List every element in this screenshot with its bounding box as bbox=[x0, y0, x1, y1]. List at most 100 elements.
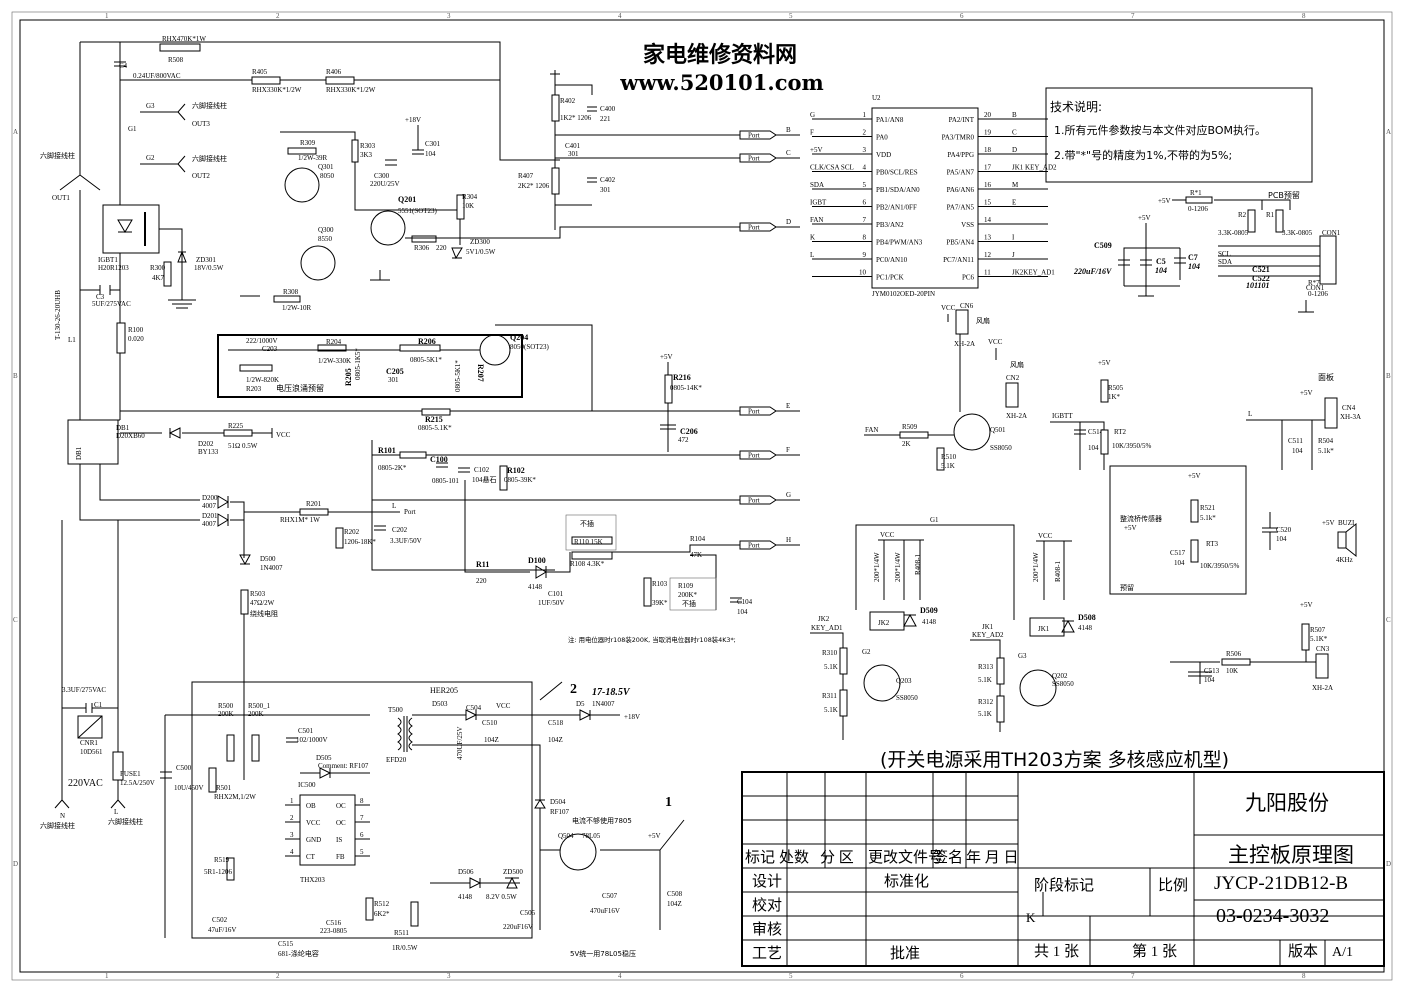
driver-stage: +18V R309 1/2W-39R Q301 8050 R303 3K3 C3… bbox=[240, 116, 800, 312]
c301-ref: C301 bbox=[425, 140, 441, 148]
r207-ref: R207 bbox=[476, 364, 485, 382]
q204-value: 8050(SOT23) bbox=[510, 343, 550, 351]
ic500-pin-num: 7 bbox=[360, 814, 364, 822]
r225-ref: R225 bbox=[228, 422, 244, 430]
reserve-label: 预留 bbox=[1120, 583, 1134, 592]
r519-ref: R519 bbox=[214, 856, 230, 864]
grid-col-top: 6 bbox=[960, 12, 964, 20]
mcu-pin-number: 19 bbox=[984, 129, 992, 137]
mcu-pin-name: PA5/AN7 bbox=[947, 169, 975, 177]
c402-value: 301 bbox=[600, 186, 611, 194]
r102-value: 0805-39K* bbox=[504, 476, 536, 484]
mcu-ref: U2 bbox=[872, 94, 881, 102]
c102-value: 104悬石 bbox=[472, 476, 497, 484]
c202-value: 3.3UF/50V bbox=[390, 537, 422, 545]
surge-note: 电压浪涌预留 bbox=[276, 383, 324, 393]
r2-value: 3.3K-0805 bbox=[1218, 229, 1249, 237]
port-flag-net: G bbox=[786, 491, 791, 499]
mcu-pin-name: PB4/PWM/AN3 bbox=[876, 239, 923, 247]
grid-col-bottom: 1 bbox=[105, 972, 109, 980]
c515-ref: C515 bbox=[278, 940, 294, 948]
r204-value: 1/2W-330K bbox=[318, 357, 351, 365]
r11-value: 220 bbox=[476, 577, 487, 585]
plus18-label: +18V bbox=[405, 116, 421, 124]
port-flag bbox=[739, 406, 777, 416]
port-flag-label: Port bbox=[748, 542, 760, 550]
c102-ref: C102 bbox=[474, 466, 490, 474]
mcu-pin-number: 6 bbox=[863, 199, 867, 207]
r511-value: 1R/0.5W bbox=[392, 944, 418, 952]
c104-ref: C104 bbox=[737, 598, 753, 606]
ic500-pin-num: 6 bbox=[360, 831, 364, 839]
r313-value: 5.1K bbox=[978, 676, 992, 684]
cn4-value: XH-3A bbox=[1340, 413, 1361, 421]
r1-ref: R1 bbox=[1266, 211, 1275, 219]
r507-ref: R507 bbox=[1310, 626, 1326, 634]
c513-value: 104 bbox=[1204, 676, 1215, 684]
d508-ref: D508 bbox=[1078, 613, 1096, 622]
six-pin-label-1: 六脚接线柱 bbox=[40, 151, 75, 160]
r206-value: 0805-5K1* bbox=[410, 356, 442, 364]
mcu-pin-number: 5 bbox=[863, 181, 867, 189]
m-label: +5V bbox=[1124, 524, 1137, 532]
r-star1-ref: R*1 bbox=[1190, 189, 1202, 197]
mcu-pin-number: 12 bbox=[984, 251, 992, 259]
g1-label: G1 bbox=[128, 125, 137, 133]
mcu-body bbox=[871, 107, 979, 289]
c515-value: 681-涤纶电容 bbox=[278, 949, 319, 958]
c5-value: 104 bbox=[1155, 266, 1167, 275]
jk1-relay bbox=[1029, 617, 1065, 637]
mcu-pin-net: B bbox=[1012, 111, 1017, 119]
tb-version-label: 版本 bbox=[1288, 943, 1318, 960]
q300-transistor bbox=[300, 245, 336, 281]
c516-ref: C516 bbox=[326, 919, 342, 927]
r205-ref: R205 bbox=[344, 368, 353, 386]
r216-value: 0805-14K* bbox=[670, 384, 702, 392]
mcu-pin-number: 20 bbox=[984, 111, 992, 119]
jk2-relay-label: JK2 bbox=[878, 619, 890, 627]
grid-col-top: 1 bbox=[105, 12, 109, 20]
grid-col-bottom: 4 bbox=[618, 972, 622, 980]
ac-label-1: DB1 bbox=[75, 446, 83, 460]
sda-label: SDA bbox=[1218, 258, 1232, 266]
cn2-ref: CN2 bbox=[1006, 374, 1020, 382]
r402-ref: R402 bbox=[560, 97, 576, 105]
c522-ref: C522 bbox=[1252, 274, 1270, 283]
c505-ref: C505 bbox=[520, 909, 536, 917]
temperature-sensing: +5V R505 1K* IGBTT C514 104 RT2 10K/3950… bbox=[1050, 359, 1361, 595]
db1-ref: DB1 bbox=[116, 424, 130, 432]
port-flag-net: F bbox=[786, 446, 790, 454]
ic500-pin-right: OC bbox=[336, 819, 346, 827]
grid-col-top: 7 bbox=[1131, 12, 1135, 20]
tb-k: K bbox=[1026, 910, 1036, 925]
zd500-ref: ZD500 bbox=[503, 868, 523, 876]
c504-ref: C504 bbox=[466, 704, 482, 712]
q504-regulator bbox=[559, 833, 597, 871]
r509-value: 2K bbox=[902, 440, 911, 448]
c501-ref: C501 bbox=[298, 727, 314, 735]
mark-2: 2 bbox=[570, 682, 577, 697]
c502-value: 47uF/16V bbox=[208, 926, 236, 934]
vcc-label-6: VCC bbox=[1038, 532, 1053, 540]
v5-note: 5V统一用78L05稳压 bbox=[570, 949, 636, 958]
r204-ref: R204 bbox=[326, 338, 342, 346]
d500-value: 1N4007 bbox=[260, 564, 283, 572]
c203-ref: C203 bbox=[262, 345, 278, 353]
q300-value: 8550 bbox=[318, 235, 333, 243]
c507-ref: C507 bbox=[602, 892, 618, 900]
r201-value: RHX1M* 1W bbox=[280, 516, 320, 524]
mcu-pin-net: +5V bbox=[810, 146, 823, 154]
ic500-chip bbox=[299, 794, 356, 866]
plus5-label-9: +5V bbox=[1300, 601, 1313, 609]
mcu-pin-net: IGBT bbox=[810, 199, 827, 207]
c501-value: 102/1000V bbox=[296, 736, 328, 744]
zd500-value: 8.2V 0.5W bbox=[486, 893, 517, 901]
r225-value: 51Ω 0.5W bbox=[228, 442, 258, 450]
mcu-pin-name: PC1/PCK bbox=[876, 274, 904, 282]
plus5-label-5: +5V bbox=[1098, 359, 1111, 367]
c4-value: 0.24UF/800VAC bbox=[133, 72, 181, 80]
v17-label: 17-18.5V bbox=[592, 687, 631, 698]
r500-value: 200K bbox=[218, 710, 234, 718]
r303-value: 3K3 bbox=[360, 151, 373, 159]
d201-ref: D201 bbox=[202, 512, 218, 520]
